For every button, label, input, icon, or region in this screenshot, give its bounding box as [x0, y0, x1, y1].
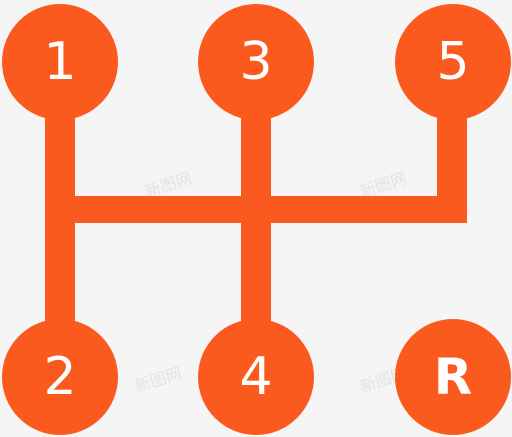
watermark: 新图网	[133, 363, 185, 396]
gear-3-circle	[198, 4, 314, 120]
gate-horizontal	[45, 196, 467, 223]
gear-2-label: 2	[43, 347, 76, 407]
gear-labels: 1 3 5 2 4 R	[43, 32, 472, 407]
gear-3-label: 3	[239, 32, 272, 92]
gear-r-circle	[395, 319, 511, 435]
gear-4-circle	[198, 319, 314, 435]
gear-5-label: 5	[436, 32, 469, 92]
gear-knobs	[2, 4, 511, 435]
gear-4-label: 4	[239, 347, 272, 407]
gear-1-circle	[2, 4, 118, 120]
gear-1-label: 1	[43, 32, 76, 92]
shift-gate	[45, 90, 467, 350]
gear-2-circle	[2, 319, 118, 435]
gear-5-circle	[395, 4, 511, 120]
gear-reverse-label: R	[434, 348, 473, 406]
